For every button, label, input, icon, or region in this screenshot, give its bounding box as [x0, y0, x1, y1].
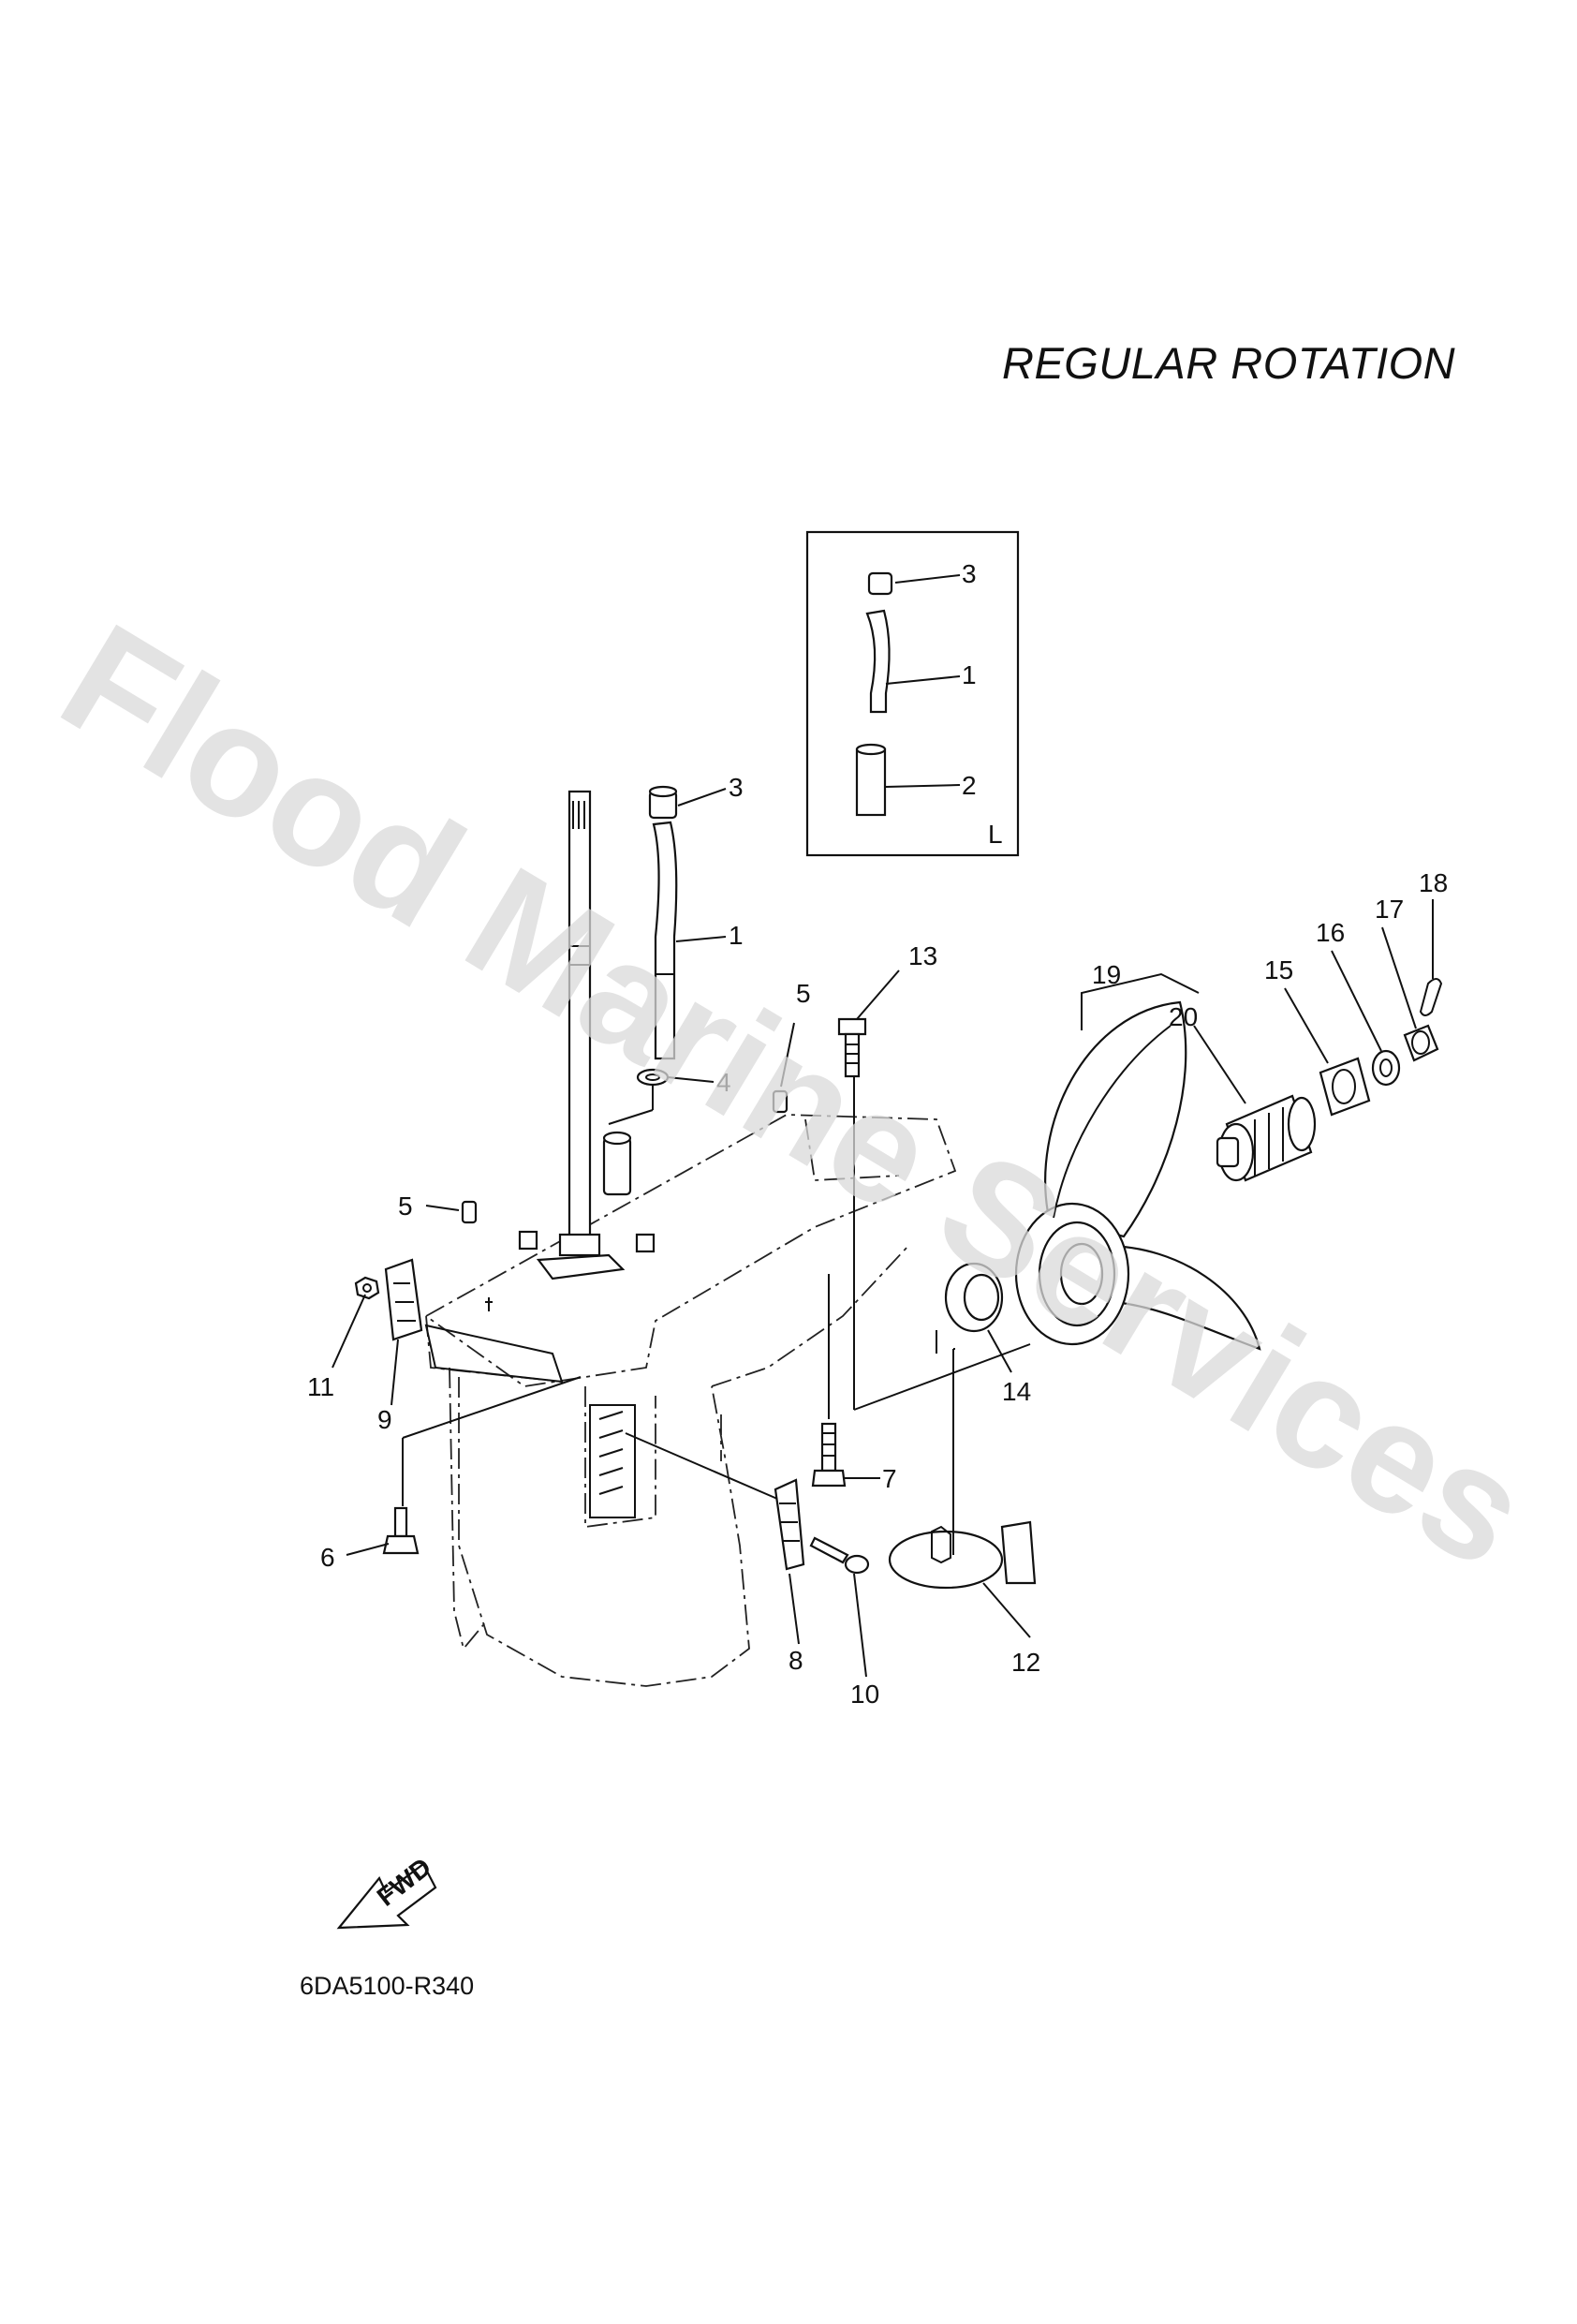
callout-20: 20: [1169, 1002, 1198, 1031]
callout-8: 8: [788, 1646, 803, 1675]
callout-17: 17: [1375, 895, 1404, 924]
leader-lines: [332, 574, 1434, 1678]
drive-shaft: [536, 790, 626, 1280]
callout-5-upper: 5: [796, 979, 811, 1008]
spacer-15: [1319, 1057, 1371, 1117]
callout-14: 14: [1002, 1377, 1031, 1406]
inset-detail-box: [805, 530, 1020, 857]
callout-16: 16: [1316, 918, 1345, 947]
callout-5-lower: 5: [398, 1192, 413, 1221]
callout-labels: 3 1 2 L 3 1 4 5 5 13 11 9 6 7 8 10 12 14…: [307, 559, 1448, 1709]
bolt-6: [382, 1506, 420, 1555]
water-intake-grille: [589, 1404, 636, 1518]
callout-15: 15: [1264, 955, 1293, 984]
lower-unit-housing: [424, 1114, 957, 1687]
callout-10: 10: [850, 1680, 879, 1709]
callout-19: 19: [1092, 960, 1121, 989]
diagram-heading: REGULAR ROTATION: [1002, 338, 1456, 388]
trim-anode-8: [774, 1478, 805, 1571]
bolt-13: [837, 1017, 867, 1078]
inset-callout-1: 1: [962, 660, 977, 689]
water-tube: [652, 821, 678, 1060]
inset-letter-l: L: [988, 820, 1003, 849]
bushing-20: [1216, 1094, 1317, 1182]
cotter-pin-18: [1419, 978, 1443, 1016]
callout-3: 3: [729, 773, 744, 802]
inset-callout-3: 3: [962, 559, 977, 588]
screw-10: [809, 1536, 870, 1575]
dowel-pin-upper: [772, 1089, 788, 1114]
castle-nut-17: [1403, 1024, 1439, 1062]
figure-code: 6DA5100-R340: [300, 1972, 475, 2000]
callout-11: 11: [307, 1372, 334, 1401]
rubber-seal: [648, 785, 678, 820]
anode-plate-12: [888, 1520, 1037, 1590]
callout-4: 4: [716, 1068, 731, 1097]
inset-callout-2: 2: [962, 771, 977, 800]
callout-9: 9: [377, 1405, 392, 1434]
callout-1: 1: [729, 921, 744, 950]
callout-12: 12: [1011, 1648, 1040, 1677]
nut-11: [354, 1276, 380, 1300]
grommet: [636, 1068, 670, 1087]
callout-6: 6: [320, 1543, 335, 1572]
propeller-19: [1014, 1000, 1261, 1351]
dowel-pin-lower: [461, 1200, 478, 1224]
fwd-arrow-icon: FWD: [336, 1852, 437, 1930]
washer-16: [1371, 1049, 1401, 1087]
thrust-washer-14: [944, 1262, 1004, 1333]
bolt-7: [811, 1422, 847, 1488]
callout-7: 7: [882, 1464, 897, 1493]
callout-18: 18: [1419, 868, 1448, 897]
bracket-9: [384, 1258, 423, 1341]
callout-13: 13: [908, 941, 937, 970]
water-tube-boss: [518, 1131, 656, 1253]
